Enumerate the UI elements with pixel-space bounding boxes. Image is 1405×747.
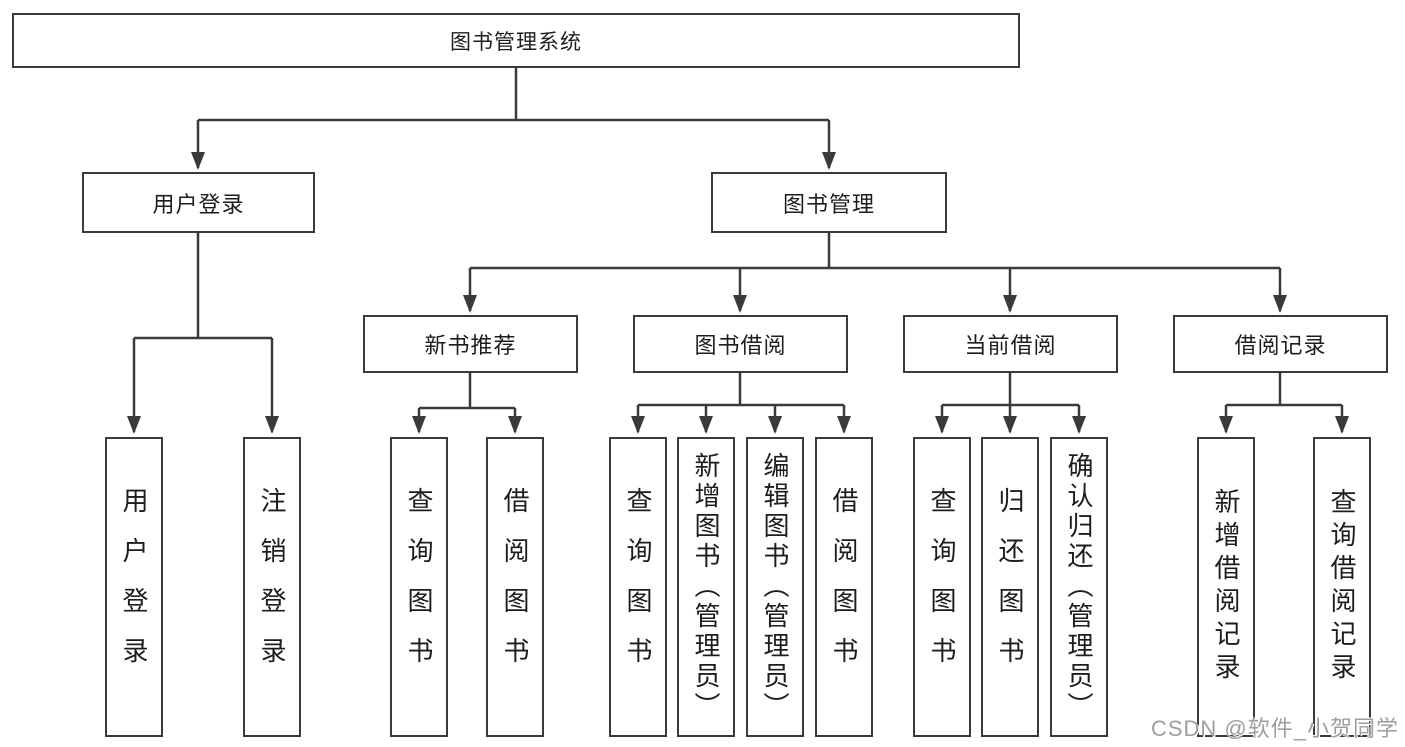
leaf-cb-return-books-label: 归还图书 xyxy=(995,487,1025,687)
leaf-br-add-record-label: 新增借阅记录 xyxy=(1211,488,1241,686)
connector-book-management-to-level3 xyxy=(463,233,1287,313)
node-borrow-records: 借阅记录 xyxy=(1173,315,1388,373)
leaf-nbr-borrow-books-label: 借阅图书 xyxy=(500,487,530,687)
leaf-bb-edit-books-label: 编辑图书（管理员） xyxy=(760,452,790,722)
leaf-bb-add-books: 新增图书（管理员） xyxy=(677,437,735,737)
node-new-book-recommend-label: 新书推荐 xyxy=(424,333,517,358)
node-user-login-branch: 用户登录 xyxy=(82,172,315,233)
leaf-bb-query-books: 查询图书 xyxy=(609,437,667,737)
node-book-management: 图书管理 xyxy=(711,172,947,233)
leaf-cb-query-books-label: 查询图书 xyxy=(927,487,957,687)
leaf-br-query-record: 查询借阅记录 xyxy=(1313,437,1371,737)
leaf-br-query-record-label: 查询借阅记录 xyxy=(1327,488,1357,686)
leaf-nbr-query-books: 查询图书 xyxy=(390,437,448,737)
leaf-user-login: 用户登录 xyxy=(105,437,163,737)
node-book-borrow: 图书借阅 xyxy=(633,315,848,373)
leaf-cb-return-books: 归还图书 xyxy=(981,437,1039,737)
leaf-bb-add-books-label: 新增图书（管理员） xyxy=(691,452,721,722)
leaf-bb-query-books-label: 查询图书 xyxy=(623,487,653,687)
leaf-logout: 注销登录 xyxy=(243,437,301,737)
connector-root-to-level2 xyxy=(191,68,836,170)
leaf-nbr-query-books-label: 查询图书 xyxy=(404,487,434,687)
leaf-cb-confirm-return: 确认归还（管理员） xyxy=(1050,437,1108,737)
node-borrow-records-label: 借阅记录 xyxy=(1234,333,1327,358)
node-book-borrow-label: 图书借阅 xyxy=(694,333,787,358)
leaf-nbr-borrow-books: 借阅图书 xyxy=(486,437,544,737)
connector-user-login-to-leaves xyxy=(127,233,279,434)
node-user-login-branch-label: 用户登录 xyxy=(152,191,245,217)
leaf-bb-edit-books: 编辑图书（管理员） xyxy=(746,437,804,737)
leaf-bb-borrow-books-label: 借阅图书 xyxy=(829,487,859,687)
connector-current-borrow xyxy=(935,373,1086,434)
leaf-br-add-record: 新增借阅记录 xyxy=(1197,437,1255,737)
node-root: 图书管理系统 xyxy=(12,13,1020,68)
node-current-borrow-label: 当前借阅 xyxy=(964,333,1057,358)
connector-new-book-recommend xyxy=(412,373,522,434)
leaf-user-login-label: 用户登录 xyxy=(119,487,149,687)
node-book-management-label: 图书管理 xyxy=(782,191,875,217)
watermark: CSDN @软件_小贺同学 xyxy=(1150,716,1399,741)
connector-borrow-records xyxy=(1219,373,1349,434)
leaf-logout-label: 注销登录 xyxy=(257,487,287,687)
leaf-bb-borrow-books: 借阅图书 xyxy=(815,437,873,737)
node-root-label: 图书管理系统 xyxy=(450,30,582,54)
node-new-book-recommend: 新书推荐 xyxy=(363,315,578,373)
node-current-borrow: 当前借阅 xyxy=(903,315,1118,373)
leaf-cb-confirm-return-label: 确认归还（管理员） xyxy=(1064,452,1094,722)
connector-book-borrow xyxy=(631,373,851,434)
leaf-cb-query-books: 查询图书 xyxy=(913,437,971,737)
